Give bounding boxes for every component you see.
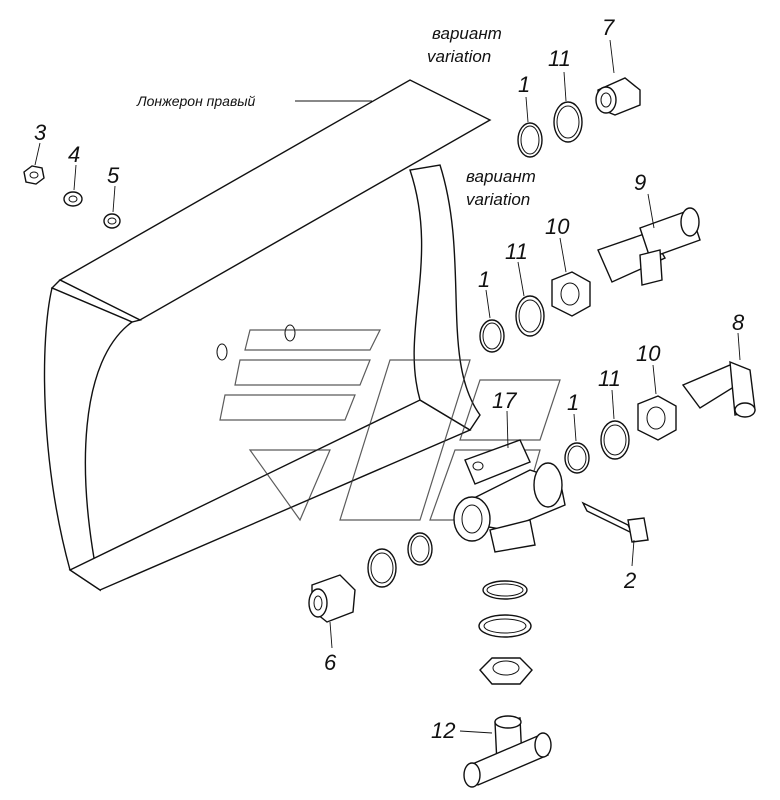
seal-ring-item-1-top [517,122,543,158]
nut-item-10-low [637,395,677,441]
union-item-7 [595,77,641,116]
variant-top-en: variation [427,47,491,66]
gasket-item-11-top [553,101,583,143]
washer-item-4 [63,191,83,207]
rail-hole-2 [216,343,228,361]
label-6: 6 [324,650,337,675]
seal-ring-bottom [482,580,528,600]
rail-label: Лонжерон правый [136,93,256,109]
label-17: 17 [492,388,517,413]
variant-mid-en: variation [466,190,530,209]
label-3: 3 [34,120,47,145]
label-2: 2 [623,568,636,593]
gasket-item-11-low [600,420,630,460]
label-12: 12 [431,718,455,743]
label-1-mid: 1 [478,267,490,292]
nut-item-10-mid [551,271,591,317]
variant-mid-ru: вариант [466,167,536,186]
label-1-top: 1 [518,72,530,97]
label-1-low: 1 [567,390,579,415]
label-5: 5 [107,163,120,188]
label-8: 8 [732,310,745,335]
label-4: 4 [68,142,80,167]
gasket-bottom [478,614,532,638]
seal-ring-left-lower [407,532,433,566]
rail-hole-1 [284,324,296,342]
seal-ring-item-1-mid [479,319,505,353]
label-9: 9 [634,170,646,195]
label-11-low: 11 [598,366,621,391]
union-item-6 [308,574,356,623]
seal-ring-item-1-low [564,442,590,474]
gasket-item-11-mid [515,295,545,337]
tee-item-12 [463,715,552,788]
label-10-mid: 10 [545,214,570,239]
bolt-item-2 [581,501,649,543]
variant-top-ru: вариант [432,24,502,43]
nut-bottom [479,657,533,685]
label-10-low: 10 [636,341,661,366]
frame-rail [43,79,492,592]
label-11-mid: 11 [505,239,528,264]
tee-fitting-item-9 [597,207,701,286]
label-7: 7 [602,15,615,40]
nut-item-3 [23,165,45,185]
label-11-top: 11 [548,46,571,71]
gasket-left-lower [367,548,397,588]
lock-washer-item-5 [103,213,121,229]
drain-valve-item-17 [453,439,566,553]
elbow-fitting-item-8 [681,360,756,418]
